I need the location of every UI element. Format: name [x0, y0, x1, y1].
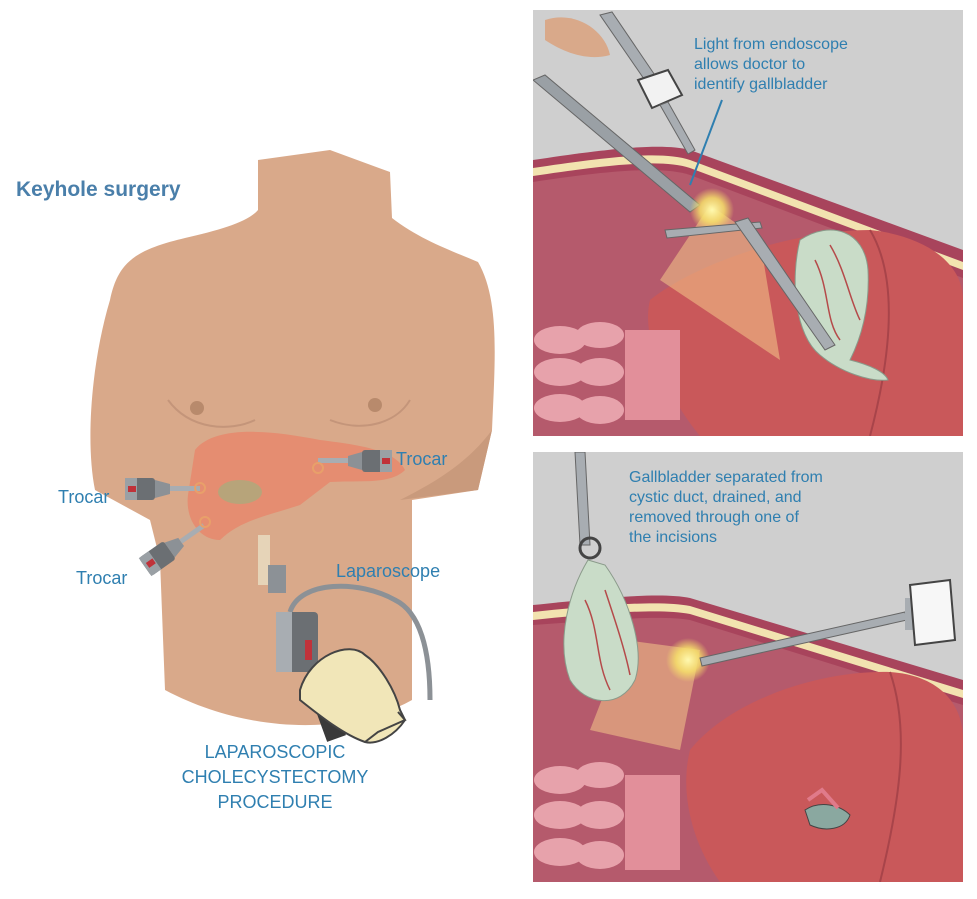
- gallbladder-icon: [563, 559, 639, 702]
- label-laparoscope: Laparoscope: [336, 561, 441, 581]
- procedure-caption: LAPAROSCOPIC CHOLECYSTECTOMY PROCEDURE: [160, 740, 390, 815]
- procedure-line: PROCEDURE: [217, 792, 333, 812]
- trocar-icon: [312, 450, 392, 474]
- label-trocar-left: Trocar: [58, 487, 110, 507]
- diagram-title: Keyhole surgery: [16, 178, 181, 201]
- trocar-icon: [138, 523, 206, 577]
- liver-icon: [686, 671, 963, 882]
- caption-line: allows doctor to: [694, 56, 806, 73]
- nipple-left: [190, 401, 204, 415]
- procedure-line: CHOLECYSTECTOMY: [181, 767, 369, 787]
- caption-line: removed through one of: [629, 509, 799, 526]
- endoscope-light-icon: [690, 188, 734, 232]
- trocar-icon: [125, 478, 206, 500]
- caption-line: identify gallbladder: [694, 76, 828, 93]
- nipple-right: [368, 398, 382, 412]
- endoscope-light-icon: [666, 638, 710, 682]
- gloved-hand-icon: [299, 648, 407, 744]
- caption-line: Gallbladder separated from: [629, 469, 823, 486]
- top-panel: [533, 10, 963, 436]
- caption-line: Light from endoscope: [694, 36, 848, 53]
- label-trocar-right: Trocar: [396, 449, 448, 469]
- procedure-line: LAPAROSCOPIC: [204, 742, 346, 762]
- bottom-panel: [533, 452, 963, 882]
- torso-shading: [400, 430, 492, 500]
- caption-line: the incisions: [629, 529, 718, 546]
- gallbladder-overlay: [218, 480, 262, 504]
- top-panel-caption: Light from endoscope allows doctor to id…: [694, 35, 848, 95]
- caption-line: cystic duct, drained, and: [629, 489, 802, 506]
- intestine-icon: [534, 322, 680, 424]
- intestine-icon: [534, 762, 680, 870]
- bottom-panel-caption: Gallbladder separated from cystic duct, …: [629, 468, 823, 548]
- label-trocar-lower: Trocar: [76, 568, 128, 588]
